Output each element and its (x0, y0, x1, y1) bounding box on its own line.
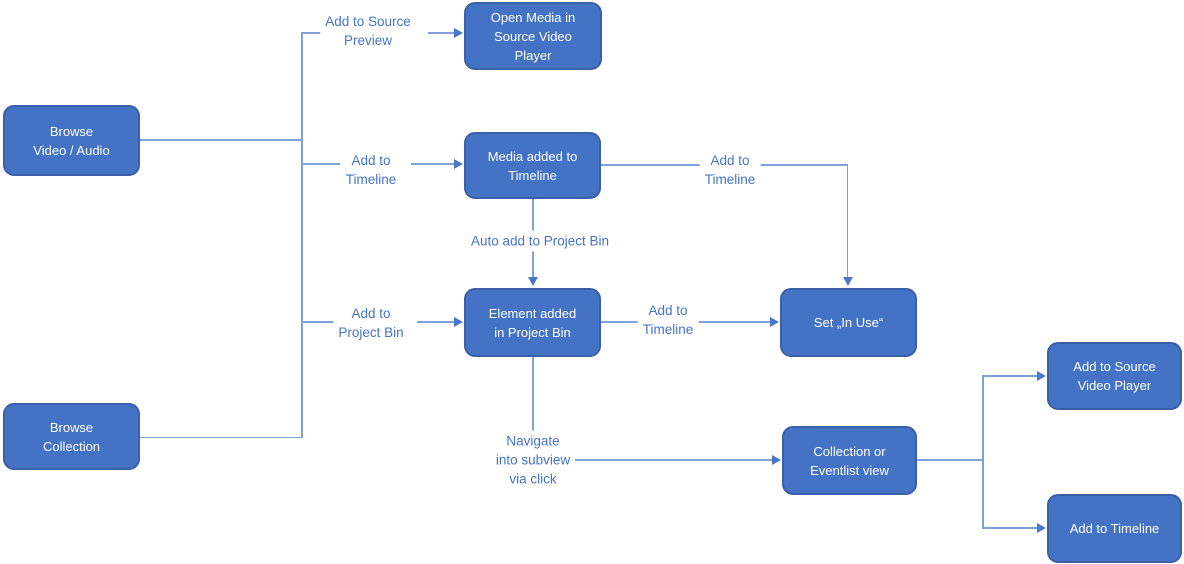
connector-split-v (982, 375, 984, 528)
arrowhead-add-source-player (1037, 371, 1046, 381)
node-label: Media added to Timeline (487, 148, 578, 183)
edge-label-add-to-timeline-mid: Add to Timeline (637, 300, 699, 340)
connector-browse-video-feeder (140, 139, 302, 141)
node-set-in-use: Set „In Use“ (780, 288, 917, 357)
arrowhead-media-added (454, 159, 463, 169)
node-add-to-source-video-player: Add to Source Video Player (1047, 342, 1182, 410)
arrowhead-set-in-use-down (843, 277, 853, 286)
edge-label-add-to-timeline-branch: Add to Timeline (340, 150, 402, 190)
arrowhead-add-timeline (1037, 523, 1046, 533)
node-label: Element added in Project Bin (488, 305, 577, 340)
node-open-media-source-player: Open Media in Source Video Player (464, 2, 602, 70)
node-element-added-project-bin: Element added in Project Bin (464, 288, 601, 357)
connector-branch3-arrow-line (417, 321, 454, 323)
edge-label-auto-add-to-project-bin: Auto add to Project Bin (465, 230, 615, 252)
arrowhead-set-in-use-left (770, 317, 779, 327)
edge-label-add-to-project-bin: Add to Project Bin (333, 303, 409, 343)
connector-to-timeline (982, 527, 1037, 529)
node-label: Collection or Eventlist view (810, 443, 889, 478)
connector-branch-trunk (301, 32, 303, 438)
edge-label-add-to-timeline-upper: Add to Timeline (699, 150, 761, 190)
arrowhead-element-added (454, 317, 463, 327)
connector-navigate-v (532, 357, 534, 460)
arrowhead-open-media (454, 28, 463, 38)
connector-browse-collection-feeder (140, 436, 302, 438)
edge-label-add-to-source-preview: Add to Source Preview (320, 11, 416, 51)
connector-branch2-stub (301, 163, 340, 165)
connector-collection-out (917, 459, 983, 461)
node-add-to-timeline-result: Add to Timeline (1047, 494, 1182, 563)
node-label: Browse Video / Audio (33, 123, 110, 158)
connector-navigate-h (532, 459, 772, 461)
node-media-added-timeline: Media added to Timeline (464, 132, 601, 199)
edge-label-navigate-into-subview: Navigate into subview via click (490, 430, 576, 490)
node-collection-eventlist-view: Collection or Eventlist view (782, 426, 917, 495)
node-browse-video-audio: Browse Video / Audio (3, 105, 140, 176)
node-label: Open Media in Source Video Player (490, 9, 576, 63)
connector-branch2-arrow-line (411, 163, 454, 165)
node-label: Add to Source Video Player (1073, 359, 1156, 393)
node-label: Add to Timeline (1069, 521, 1160, 536)
connector-branch1-arrow-line (428, 32, 454, 34)
connector-to-source-player (982, 375, 1037, 377)
node-browse-collection: Browse Collection (3, 403, 140, 470)
node-label: Browse Collection (42, 419, 101, 454)
connector-media-to-inuse-v (846, 164, 848, 278)
node-label: Set „In Use“ (813, 315, 884, 330)
connector-branch3-stub (301, 321, 335, 323)
arrowhead-auto-add-down (528, 277, 538, 286)
arrowhead-collection-view (772, 455, 781, 465)
